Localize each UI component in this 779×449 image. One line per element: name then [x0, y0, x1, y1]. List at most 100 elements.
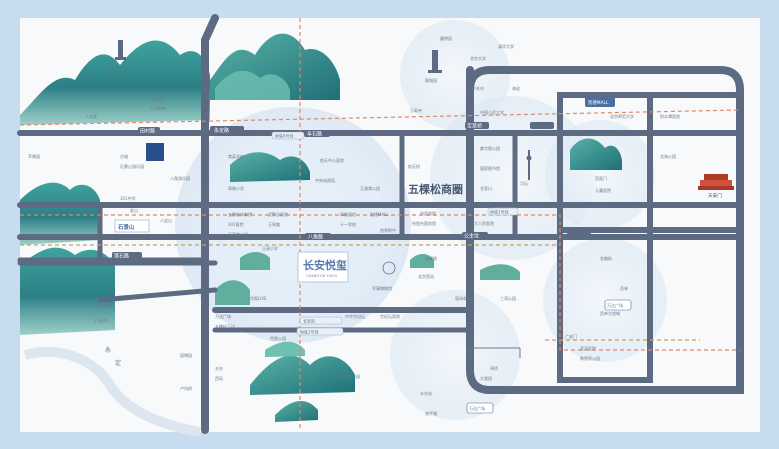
poi-hospital-3: 航天中心医院	[320, 157, 344, 163]
poi-jingxi: 京西宾馆	[420, 210, 436, 216]
gate-icon	[469, 347, 521, 358]
poi-hospital-7: 积水潭医院	[660, 113, 680, 119]
poi-laoshan: 老山	[130, 207, 138, 213]
poi-mall-5: 西单大悦城	[600, 310, 620, 316]
poi-caoqiao: 草桥	[490, 365, 498, 371]
poi-xizhimen: 西直门	[595, 175, 607, 181]
poi-fengtaizhan: 丰台站	[420, 390, 432, 396]
poi-hospital-2: 武警总医院	[268, 211, 288, 217]
poi-hospital-8: 儿童医院	[595, 187, 611, 193]
poi-wanshou-temple: 万寿寺	[410, 107, 422, 113]
tiananmen-label: 天安门	[708, 192, 722, 199]
poi-yuyuantan: 玉渊潭公园	[360, 185, 380, 191]
poi-haidian: 海淀	[512, 85, 520, 91]
road-yongding: 永定路	[214, 127, 229, 134]
poi-jinrongjie: 金融街	[600, 255, 612, 261]
river-label: 永	[105, 346, 111, 354]
poi-mall-2: 五棵松万达	[215, 323, 235, 329]
road-tags: 永定路 阜石路 定慧桥 八角路 公主坟 莲石路 田村路 长安街 地铁1号线 地铁…	[112, 122, 591, 336]
poi-lugouqiao: 卢沟桥	[180, 385, 192, 391]
project-name: 长安悦玺	[303, 258, 347, 272]
road-tiancun: 田村路	[140, 128, 155, 135]
poi-zhongguancun: 中关村	[472, 85, 484, 91]
poi-ganjiakou: 甘家口	[480, 185, 492, 191]
poi-badachu: 八大处	[85, 113, 97, 119]
poi-hangtian: 航天桥	[408, 163, 420, 169]
poi-diaoyutai: 钓鱼台国宾馆	[412, 220, 436, 226]
project-subtitle: CHANG'AN YUEXI	[306, 274, 337, 278]
poi-taoranting: 陶然亭公园	[580, 355, 600, 361]
river-label-2: 定	[115, 359, 121, 367]
poi-fengtai: 丰台	[215, 365, 223, 371]
road-bajiao: 八角路	[308, 234, 323, 241]
poi-yiheyuan: 颐和园	[425, 77, 437, 83]
poi-beihai: 北海公园	[660, 153, 676, 159]
poi-beijing-west: 北京西站	[418, 273, 434, 279]
poi-school-7: 育英学校	[228, 153, 244, 159]
poi-xiangshan-park: 香山公园	[108, 65, 124, 71]
poi-babaoshan: 八宝山	[160, 217, 172, 223]
poi-century-altar: 中华世纪坛	[345, 313, 365, 319]
tag-wanda-2: 万达广场	[469, 405, 485, 411]
poi-hospital-1: 301医院	[228, 221, 244, 227]
road-changan: 长安街	[303, 318, 315, 324]
poi-yuanmingyuan: 圆明园	[440, 35, 452, 41]
poi-pku: 北京大学	[470, 55, 486, 61]
poi-hospital-5: 北大人民医院	[470, 220, 494, 226]
poi-lianhuachi: 莲花池公园	[340, 373, 360, 379]
poi-tsinghua: 清华大学	[498, 43, 514, 49]
poi-school-9: 万寿路小学	[228, 231, 248, 237]
poi-huaxi: 华熙LIVE	[250, 295, 267, 301]
poi-wanda: 万达广场	[215, 313, 231, 319]
poi-xiju: 西局	[215, 376, 223, 381]
tag-wanda-1: 万达广场	[607, 302, 623, 308]
poi-cctv-tower: 中央电视塔	[315, 177, 335, 183]
poi-school-8: 翠微小学	[228, 185, 244, 191]
shijingshan-text: 石景山	[117, 223, 135, 231]
poi-bajiao-park: 八角游乐园	[170, 175, 190, 181]
poi-school-10: 玉泉小学	[262, 245, 278, 251]
poi-ncpa: 国家图书馆	[480, 165, 500, 171]
poi-school-3: 101中学	[120, 195, 136, 201]
poi-gucheng: 古城	[120, 153, 128, 159]
poi-shilipu: 石景山游乐园	[120, 163, 144, 169]
road-fushi: 阜石路	[307, 131, 322, 138]
poi-renmin: 中国人民大学	[480, 109, 504, 115]
poi-xidan: 西单	[620, 285, 628, 291]
poi-mentougou: 门头沟	[95, 317, 107, 323]
poi-yuquanlu: 玉泉路	[268, 221, 280, 227]
poi-guangan: 广安门	[565, 333, 577, 339]
poi-school-12: 首师附中	[380, 227, 396, 233]
tag-mall: 凯德MALL	[588, 99, 609, 106]
poi-daguanyuan: 大观园	[480, 375, 492, 381]
metro-line6: 地铁6号线	[275, 133, 294, 139]
road-gongzhu: 公主坟	[464, 233, 479, 240]
brand-tags: 凯德MALL 万达广场 万达广场	[146, 97, 632, 414]
metro-line1-b: 地铁1号线	[490, 209, 509, 215]
metro-line1: 地铁1号线	[300, 329, 319, 335]
poi-mall-3: 凯德MALL	[370, 211, 389, 217]
poi-yuanboyuan: 园博园	[180, 352, 192, 358]
poi-sanwan: 三湾公园	[500, 295, 516, 301]
poi-yuetan: 月坛	[520, 180, 528, 186]
yongding-river	[23, 346, 201, 437]
poi-hospital-4: 世纪坛医院	[380, 313, 400, 319]
poi-school-1: 北京四中	[150, 95, 166, 101]
poi-school-6: 十一学校	[340, 221, 356, 227]
mountain-illustrations	[20, 33, 622, 422]
road-lianshi: 莲石路	[114, 253, 129, 260]
shijingshan-label: 石景山	[114, 219, 150, 233]
poi-military-museum: 军事博物馆	[372, 285, 392, 291]
poi-pingguoyuan: 苹果园	[28, 153, 40, 159]
poi-mall-1: 翠微百货	[340, 211, 356, 217]
poi-world-park: 世界公园	[270, 335, 286, 341]
poi-wanping: 宛平城	[425, 410, 437, 416]
poi-zizhuyuan: 紫竹院公园	[480, 145, 500, 151]
poi-wukesong-arena: 五棵松体育馆	[228, 211, 252, 217]
project-marker[interactable]: 长安悦玺 CHANG'AN YUEXI	[297, 251, 349, 283]
poi-school-2: 人大附中	[150, 105, 166, 111]
poi-hospital-9: 宣武医院	[580, 345, 596, 351]
poi-lize: 丽泽商务区	[455, 295, 475, 301]
tiananmen-icon	[698, 174, 734, 190]
